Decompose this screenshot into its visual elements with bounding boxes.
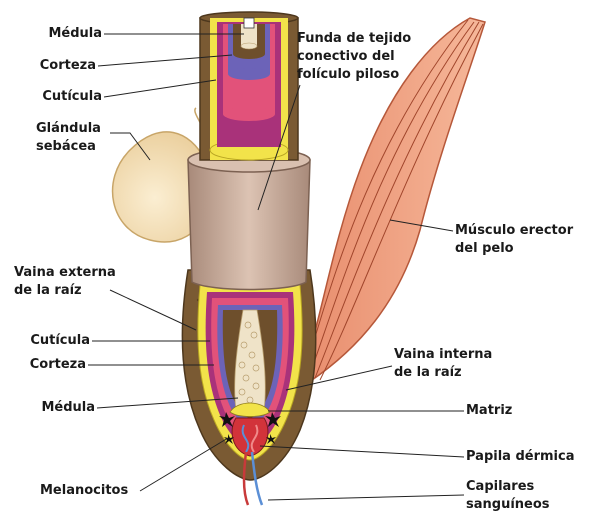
label-medula-low: Médula bbox=[20, 399, 95, 417]
label-cuticula-low: Cutícula bbox=[10, 332, 90, 350]
label-vaina-externa-line1: Vaina externa bbox=[14, 264, 116, 282]
label-medula-top: Médula bbox=[20, 25, 102, 43]
label-capilares: Capilares sanguíneos bbox=[466, 478, 550, 514]
label-capilares-line1: Capilares bbox=[466, 478, 550, 496]
label-cuticula-top: Cutícula bbox=[18, 88, 102, 106]
leader-capilares bbox=[268, 495, 464, 500]
label-glandula-line2: sebácea bbox=[36, 138, 101, 156]
label-musculo-erector: Músculo erector del pelo bbox=[455, 222, 573, 258]
connective-tissue-sheath bbox=[188, 148, 310, 290]
leader-melanocitos bbox=[140, 438, 228, 491]
label-capilares-line2: sanguíneos bbox=[466, 496, 550, 514]
label-funda-tejido: Funda de tejido conectivo del folículo p… bbox=[297, 30, 411, 84]
leader-cuticula-top bbox=[104, 80, 216, 97]
label-musculo-line1: Músculo erector bbox=[455, 222, 573, 240]
label-vaina-interna-line1: Vaina interna bbox=[394, 346, 492, 364]
label-corteza-top: Corteza bbox=[18, 57, 96, 75]
label-vaina-externa: Vaina externa de la raíz bbox=[14, 264, 116, 300]
label-vaina-externa-line2: de la raíz bbox=[14, 282, 116, 300]
label-funda-line2: conectivo del bbox=[297, 48, 411, 66]
label-vaina-interna: Vaina interna de la raíz bbox=[394, 346, 492, 382]
label-funda-line3: folículo piloso bbox=[297, 66, 411, 84]
leader-papila bbox=[260, 446, 464, 457]
label-glandula-sebacea: Glándula sebácea bbox=[36, 120, 101, 156]
label-papila-dermica: Papila dérmica bbox=[466, 448, 574, 466]
label-melanocitos: Melanocitos bbox=[40, 482, 128, 500]
label-vaina-interna-line2: de la raíz bbox=[394, 364, 492, 382]
label-funda-line1: Funda de tejido bbox=[297, 30, 411, 48]
label-musculo-line2: del pelo bbox=[455, 240, 573, 258]
label-glandula-line1: Glándula bbox=[36, 120, 101, 138]
label-corteza-low: Corteza bbox=[10, 356, 86, 374]
label-matriz: Matriz bbox=[466, 402, 512, 420]
hair-bulb bbox=[182, 270, 315, 480]
